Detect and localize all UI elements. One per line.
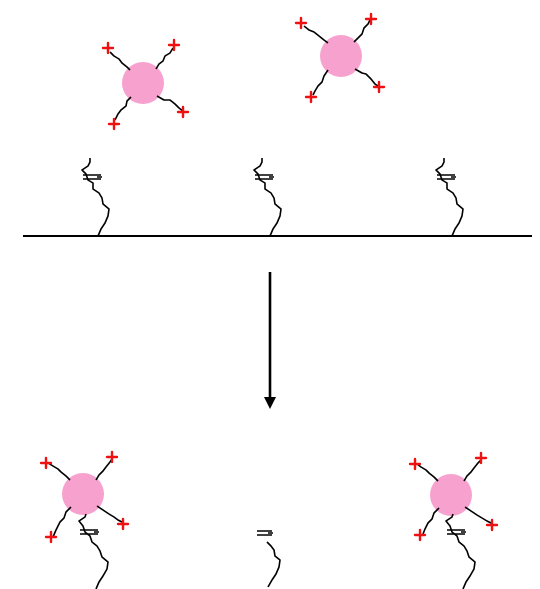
- bound-complex-2: [410, 453, 497, 589]
- tethered-receptor-icon: [257, 531, 280, 587]
- unbound-receptor: [257, 531, 280, 587]
- tethered-receptor-icon: [79, 514, 108, 589]
- red-cross-icon: [366, 14, 376, 24]
- tethered-receptor-icon: [254, 158, 281, 236]
- free-particle-2: [296, 14, 384, 102]
- red-cross-icon: [109, 119, 119, 129]
- free-particle-1: [103, 40, 188, 129]
- tethered-receptor-icon: [446, 514, 475, 589]
- red-cross-icon: [107, 452, 117, 462]
- red-cross-icon: [410, 459, 420, 469]
- red-cross-icon: [41, 458, 51, 468]
- tethered-receptor-icon: [82, 158, 109, 236]
- tethered-receptor-icon: [436, 158, 463, 236]
- bound-complex-1: [41, 452, 128, 589]
- red-cross-icon: [103, 43, 113, 53]
- red-cross-icon: [476, 453, 486, 463]
- red-cross-icon: [169, 40, 179, 50]
- surface-receptors: [82, 158, 463, 236]
- down-arrow-icon: [264, 272, 276, 409]
